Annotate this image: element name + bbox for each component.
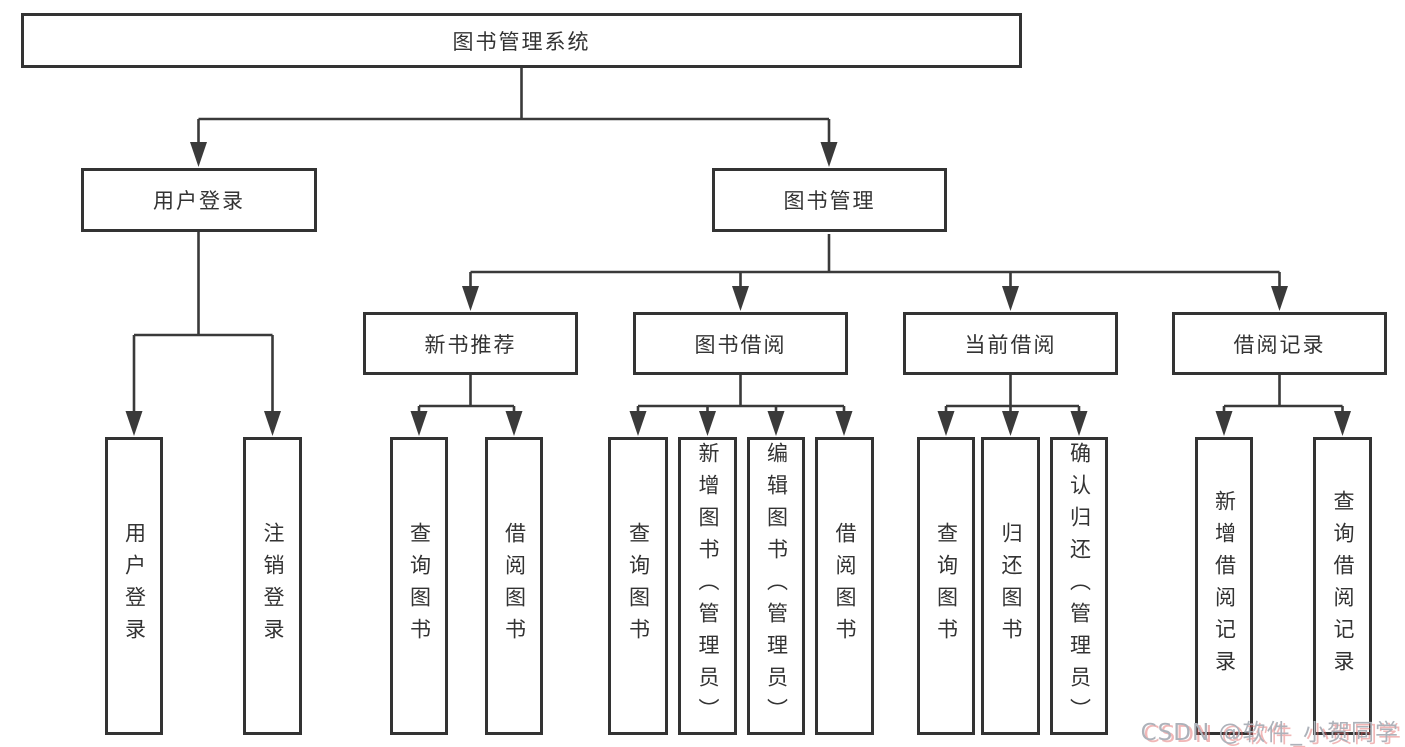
leaf-records-add-record: 新增借阅记录	[1195, 437, 1253, 735]
node-label: 注销登录	[261, 522, 285, 650]
leaf-borrowing-query-books: 查询图书	[608, 437, 668, 735]
leaf-recommend-query-books: 查询图书	[390, 437, 448, 735]
arrowheads	[125, 142, 1351, 436]
node-user-login: 用户登录	[81, 168, 317, 232]
leaf-recommend-borrow-books: 借阅图书	[485, 437, 543, 735]
node-label: 当前借阅	[964, 332, 1057, 357]
leaf-user-login: 用户登录	[105, 437, 163, 735]
node-label: 确认归还（管理员）	[1067, 442, 1092, 730]
node-label: 归还图书	[999, 522, 1023, 650]
node-borrowing-records: 借阅记录	[1172, 312, 1387, 375]
node-label: 用户登录	[153, 189, 245, 213]
node-label: 查询图书	[934, 522, 959, 650]
leaf-borrowing-borrow-books: 借阅图书	[815, 437, 874, 735]
node-label: 借阅记录	[1233, 332, 1326, 357]
node-label: 新书推荐	[424, 332, 517, 357]
node-book-borrowing: 图书借阅	[633, 312, 848, 375]
node-label: 查询图书	[407, 522, 432, 650]
node-label: 借阅图书	[502, 522, 527, 650]
node-new-book-recommend: 新书推荐	[363, 312, 578, 375]
leaf-logout: 注销登录	[243, 437, 302, 735]
node-label: 图书借阅	[694, 332, 787, 357]
connector-paths	[132, 66, 1344, 422]
node-label: 编辑图书（管理员）	[764, 442, 789, 730]
node-label: 查询借阅记录	[1331, 490, 1355, 682]
node-label: 用户登录	[122, 522, 147, 650]
node-root: 图书管理系统	[21, 13, 1022, 68]
leaf-borrowing-add-books-admin: 新增图书（管理员）	[678, 437, 737, 735]
node-book-management: 图书管理	[712, 168, 947, 232]
node-label: 图书管理系统	[452, 29, 591, 54]
leaf-borrowing-edit-books-admin: 编辑图书（管理员）	[747, 437, 805, 735]
leaf-records-query-record: 查询借阅记录	[1313, 437, 1372, 735]
node-label: 借阅图书	[833, 522, 857, 650]
leaf-current-query-books: 查询图书	[917, 437, 975, 735]
node-label: 新增图书（管理员）	[696, 442, 720, 730]
leaf-current-confirm-return-admin: 确认归还（管理员）	[1050, 437, 1108, 735]
node-label: 图书管理	[783, 189, 876, 213]
node-label: 查询图书	[626, 522, 651, 650]
node-label: 新增借阅记录	[1212, 490, 1237, 682]
node-current-borrowing: 当前借阅	[903, 312, 1118, 375]
leaf-current-return-books: 归还图书	[981, 437, 1040, 735]
csdn-watermark: CSDN @软件_小贺同学	[1140, 720, 1399, 746]
